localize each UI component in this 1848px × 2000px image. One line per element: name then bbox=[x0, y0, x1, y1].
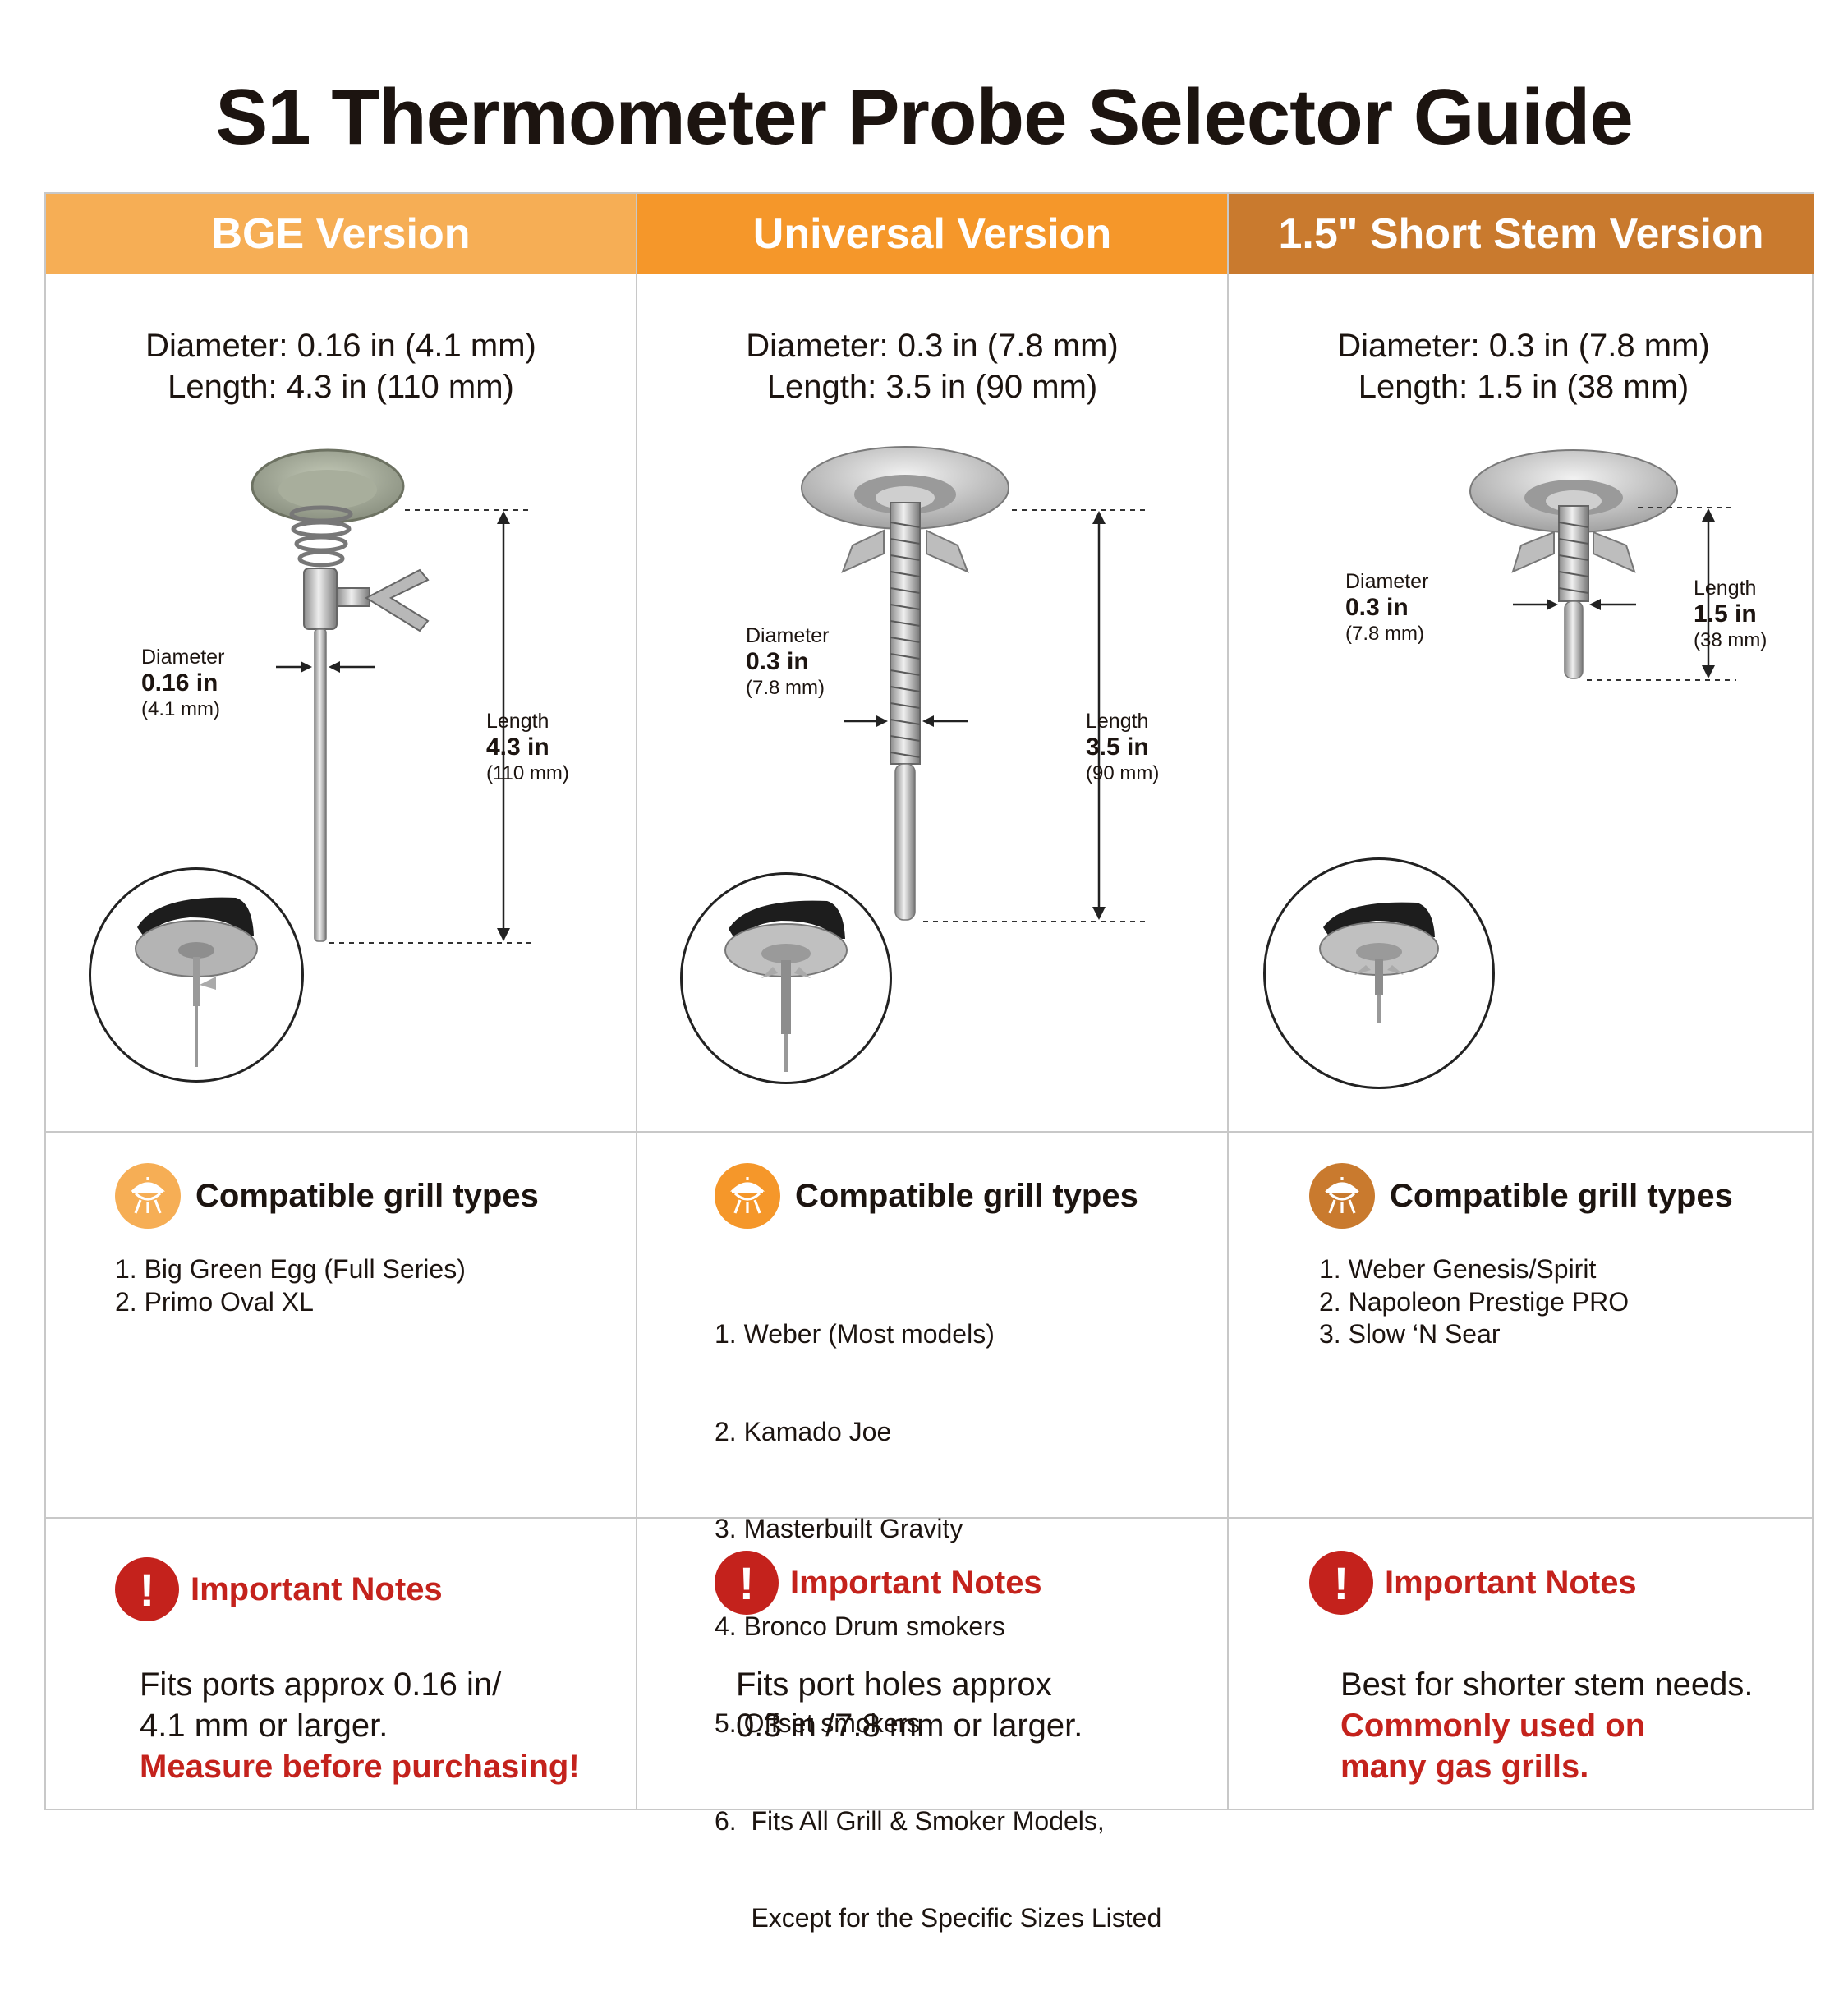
bge-header: BGE Version bbox=[46, 194, 636, 274]
universal-length-value: 3.5 in bbox=[1086, 733, 1149, 761]
universal-diameter-value: 0.3 in bbox=[746, 648, 809, 675]
universal-length-label: Length bbox=[1086, 710, 1149, 733]
short-notes-emphasis: Commonly used on bbox=[1340, 1708, 1646, 1744]
short-length-value: 1.5 in bbox=[1694, 600, 1757, 628]
universal-installed-photo bbox=[680, 872, 892, 1084]
bge-notes-heading: ! Important Notes bbox=[115, 1557, 443, 1621]
bge-length-mm: (110 mm) bbox=[486, 762, 569, 784]
universal-spec-length: Length: 3.5 in (90 mm) bbox=[766, 369, 1098, 405]
universal-diameter-mm: (7.8 mm) bbox=[746, 677, 825, 699]
list-item: 1. Weber Genesis/Spirit bbox=[1319, 1254, 1597, 1284]
universal-diameter-callout: Diameter 0.3 in (7.8 mm) bbox=[746, 623, 829, 701]
short-compat-heading: Compatible grill types bbox=[1309, 1163, 1733, 1229]
list-item: 1. Big Green Egg (Full Series) bbox=[115, 1254, 466, 1284]
bge-installed-photo bbox=[89, 867, 304, 1083]
short-diameter-callout: Diameter 0.3 in (7.8 mm) bbox=[1345, 568, 1428, 647]
list-item: 3. Slow ‘N Sear bbox=[1319, 1319, 1501, 1349]
short-stem-header: 1.5" Short Stem Version bbox=[1229, 194, 1814, 274]
bge-compat-heading: Compatible grill types bbox=[115, 1163, 539, 1229]
short-diameter-label: Diameter bbox=[1345, 570, 1429, 593]
bge-notes-body: Fits ports approx 0.16 in/ 4.1 mm or lar… bbox=[140, 1664, 580, 1787]
bge-diameter-value: 0.16 in bbox=[141, 669, 218, 697]
bge-notes-warning: Measure before purchasing! bbox=[140, 1749, 580, 1785]
selector-table: BGE Version Universal Version 1.5" Short… bbox=[44, 192, 1814, 1933]
bge-compat-list: 1. Big Green Egg (Full Series) 2. Primo … bbox=[115, 1253, 466, 1318]
short-notes-title: Important Notes bbox=[1385, 1564, 1637, 1601]
short-notes-body: Best for shorter stem needs. Commonly us… bbox=[1340, 1664, 1753, 1787]
bge-length-label: Length bbox=[486, 710, 549, 733]
bge-spec-length: Length: 4.3 in (110 mm) bbox=[168, 369, 514, 405]
short-notes-emphasis: many gas grills. bbox=[1340, 1749, 1589, 1785]
bge-notes-title: Important Notes bbox=[191, 1570, 443, 1607]
universal-notes-title: Important Notes bbox=[790, 1564, 1042, 1601]
exclamation-icon: ! bbox=[715, 1551, 779, 1615]
grill-icon bbox=[1309, 1163, 1375, 1229]
row-divider bbox=[46, 1517, 1812, 1519]
bge-compat-title: Compatible grill types bbox=[195, 1177, 539, 1214]
short-length-callout: Length 1.5 in (38 mm) bbox=[1694, 575, 1767, 654]
universal-length-mm: (90 mm) bbox=[1086, 762, 1160, 784]
universal-compat-list: 1. Weber (Most models) 2. Kamado Joe 3. … bbox=[715, 1253, 1161, 2000]
bge-specs: Diameter: 0.16 in (4.1 mm) Length: 4.3 i… bbox=[46, 325, 636, 407]
universal-notes-line: Fits port holes approx bbox=[736, 1667, 1052, 1703]
universal-length-callout: Length 3.5 in (90 mm) bbox=[1086, 708, 1159, 787]
short-length-mm: (38 mm) bbox=[1694, 629, 1768, 651]
list-item: 4. Bronco Drum smokers bbox=[715, 1611, 1005, 1641]
list-item: 3. Masterbuilt Gravity bbox=[715, 1514, 963, 1543]
universal-compat-heading: Compatible grill types bbox=[715, 1163, 1138, 1229]
list-item: 2. Kamado Joe bbox=[715, 1416, 892, 1446]
bge-probe-image bbox=[251, 448, 532, 944]
bge-length-callout: Length 4.3 in (110 mm) bbox=[486, 708, 569, 787]
bge-spec-diameter: Diameter: 0.16 in (4.1 mm) bbox=[145, 328, 536, 364]
universal-notes-heading: ! Important Notes bbox=[715, 1551, 1042, 1615]
universal-header: Universal Version bbox=[637, 194, 1227, 274]
short-stem-probe-image bbox=[1469, 449, 1736, 681]
short-spec-diameter: Diameter: 0.3 in (7.8 mm) bbox=[1337, 328, 1710, 364]
universal-specs: Diameter: 0.3 in (7.8 mm) Length: 3.5 in… bbox=[637, 325, 1227, 407]
short-notes-line: Best for shorter stem needs. bbox=[1340, 1667, 1754, 1703]
universal-compat-title: Compatible grill types bbox=[795, 1177, 1138, 1214]
short-notes-heading: ! Important Notes bbox=[1309, 1551, 1637, 1615]
short-stem-installed-photo bbox=[1263, 857, 1495, 1089]
universal-diameter-label: Diameter bbox=[746, 624, 830, 647]
bge-diameter-callout: Diameter 0.16 in (4.1 mm) bbox=[141, 644, 224, 723]
universal-notes-line: 0.3 in /7.8 mm or larger. bbox=[736, 1708, 1083, 1744]
short-specs: Diameter: 0.3 in (7.8 mm) Length: 1.5 in… bbox=[1229, 325, 1818, 407]
list-item: 1. Weber (Most models) bbox=[715, 1319, 995, 1349]
exclamation-icon: ! bbox=[115, 1557, 179, 1621]
column-divider bbox=[1227, 194, 1229, 1809]
grill-icon bbox=[115, 1163, 181, 1229]
universal-probe-image bbox=[801, 446, 1148, 922]
short-compat-list: 1. Weber Genesis/Spirit 2. Napoleon Pres… bbox=[1319, 1253, 1629, 1351]
bge-diameter-label: Diameter bbox=[141, 646, 225, 669]
bge-diameter-mm: (4.1 mm) bbox=[141, 698, 220, 720]
list-item: 5. Offset smokers bbox=[715, 1708, 921, 1738]
short-compat-title: Compatible grill types bbox=[1390, 1177, 1733, 1214]
short-diameter-value: 0.3 in bbox=[1345, 594, 1409, 621]
bge-notes-line: Fits ports approx 0.16 in/ bbox=[140, 1667, 502, 1703]
universal-notes-body: Fits port holes approx 0.3 in /7.8 mm or… bbox=[736, 1664, 1083, 1746]
short-diameter-mm: (7.8 mm) bbox=[1345, 623, 1424, 645]
row-divider bbox=[46, 1131, 1812, 1133]
grill-icon bbox=[715, 1163, 780, 1229]
exclamation-icon: ! bbox=[1309, 1551, 1373, 1615]
list-item: 2. Primo Oval XL bbox=[115, 1286, 314, 1317]
list-item: 2. Napoleon Prestige PRO bbox=[1319, 1286, 1630, 1317]
page-title: S1 Thermometer Probe Selector Guide bbox=[215, 73, 1634, 161]
list-item: 6. Fits All Grill & Smoker Models, bbox=[715, 1805, 1105, 1836]
short-spec-length: Length: 1.5 in (38 mm) bbox=[1358, 369, 1689, 405]
column-divider bbox=[636, 194, 637, 1809]
bge-notes-line: 4.1 mm or larger. bbox=[140, 1708, 388, 1744]
bge-length-value: 4.3 in bbox=[486, 733, 549, 761]
short-length-label: Length bbox=[1694, 577, 1757, 600]
list-item: Except for the Specific Sizes Listed bbox=[715, 1903, 1162, 1933]
universal-spec-diameter: Diameter: 0.3 in (7.8 mm) bbox=[746, 328, 1119, 364]
